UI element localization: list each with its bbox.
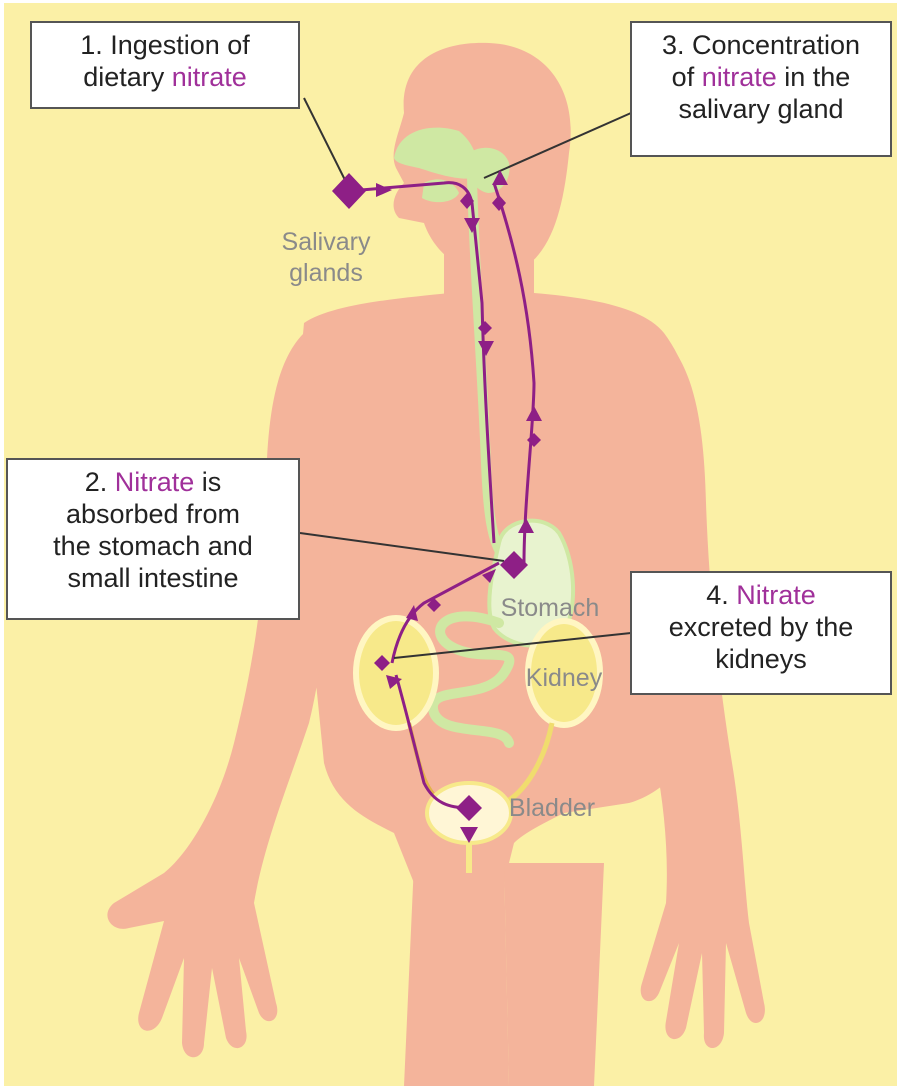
- callout-step-4: 4. Nitrate excreted by the kidneys: [630, 571, 892, 695]
- stomach-label: Stomach: [480, 593, 620, 624]
- salivary-glands-label: Salivary glands: [266, 227, 386, 289]
- callout-step-3: 3. Concentration of nitrate in the saliv…: [630, 21, 892, 157]
- diagram-canvas: Salivary glands Stomach Kidney Bladder 1…: [4, 3, 897, 1086]
- bladder-label: Bladder: [492, 793, 612, 824]
- callout-step-2: 2. Nitrate is absorbed from the stomach …: [6, 458, 300, 620]
- arrowhead-icon: [376, 183, 392, 197]
- kidney-label: Kidney: [509, 663, 619, 694]
- callout-step-1: 1. Ingestion of dietary nitrate: [30, 21, 300, 109]
- diamond-marker-icon: [332, 173, 366, 209]
- kidney-left-organ: [356, 618, 436, 728]
